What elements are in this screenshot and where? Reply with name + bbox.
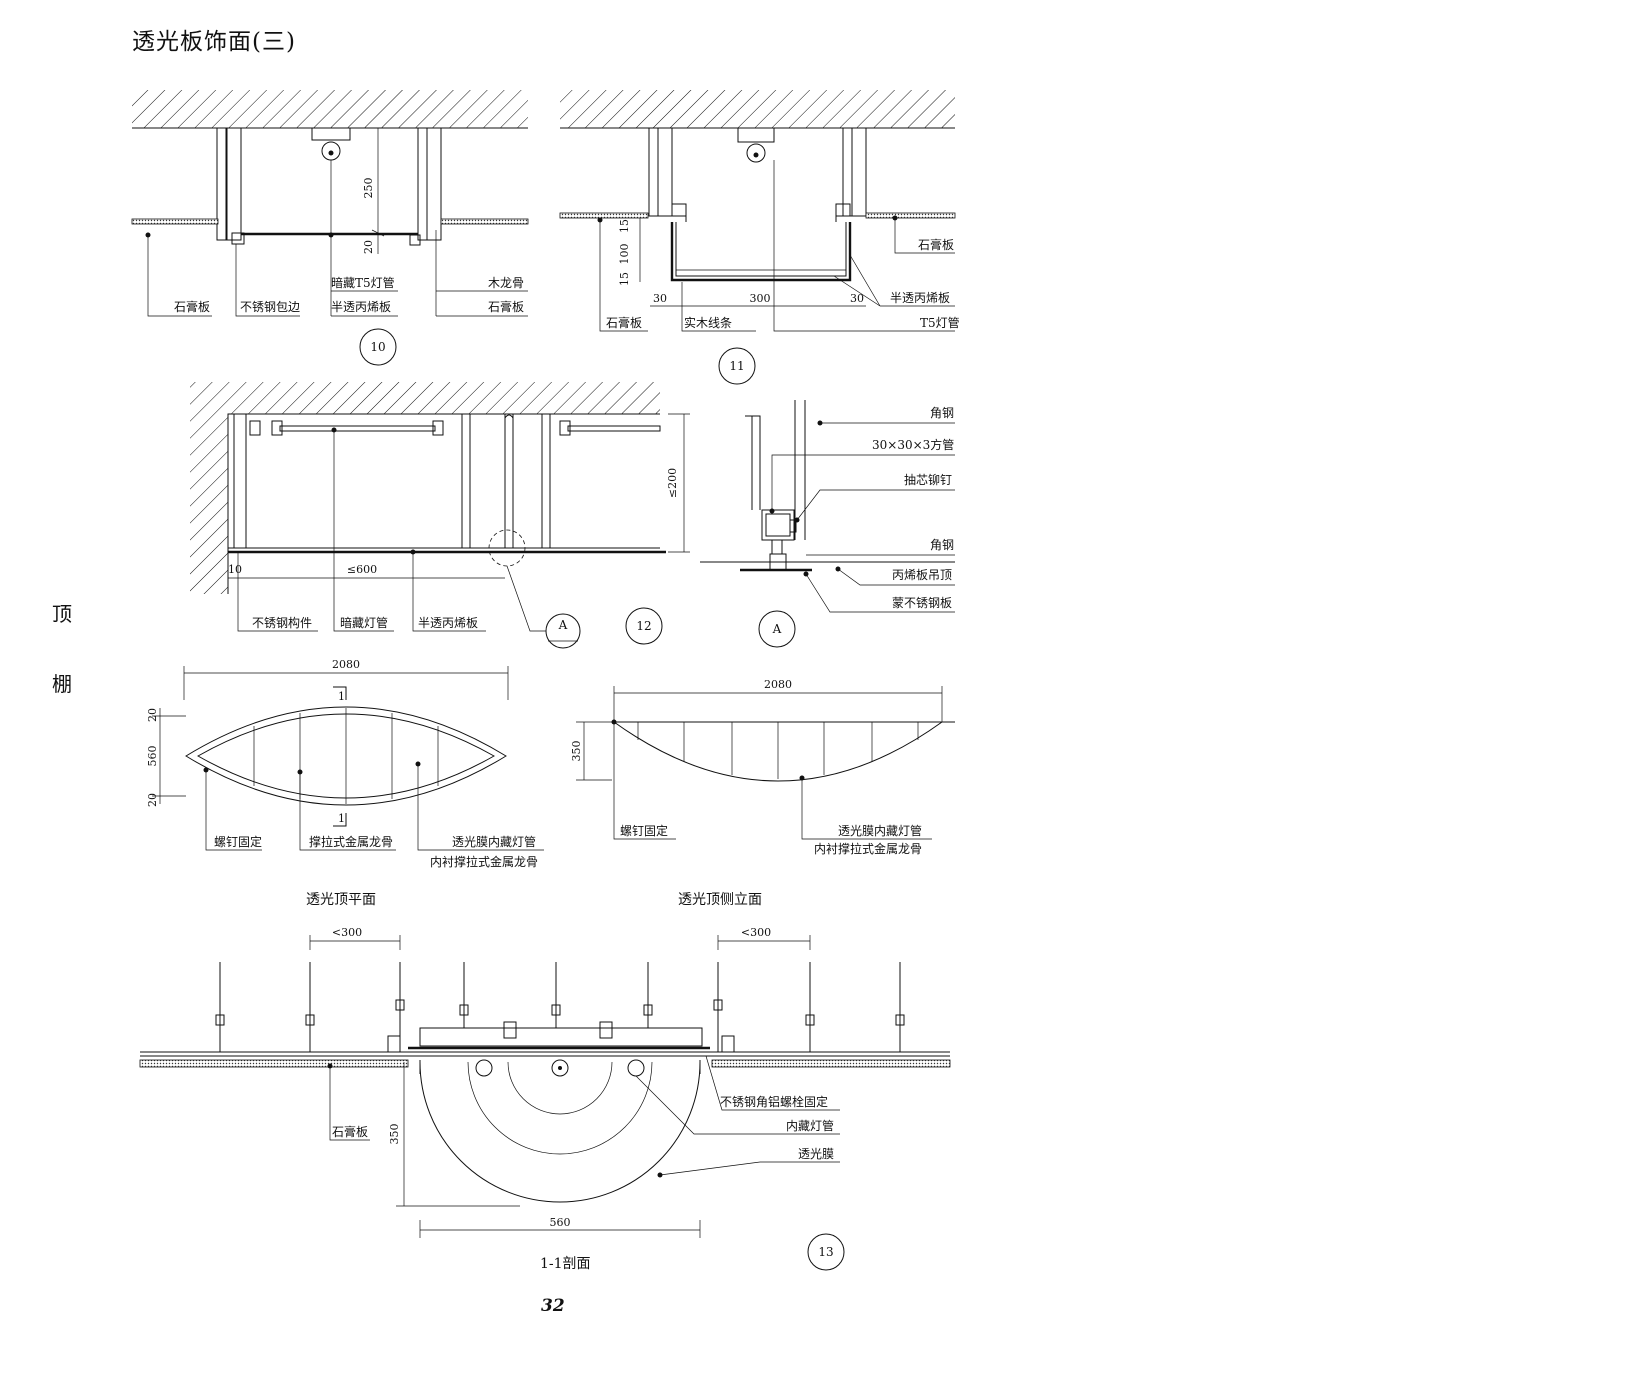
dim-560: 560 [146,746,159,767]
dim-20-top: 20 [146,708,159,722]
dim-2080: 2080 [332,658,360,671]
elevation-caption: 透光顶侧立面 [678,892,762,908]
dim-100: 100 [618,244,631,265]
label-steel-part: 不锈钢构件 [252,615,312,630]
detail-number: 11 [729,359,744,373]
side-label-ding: 顶 [52,602,72,626]
label-gypsum: 石膏板 [332,1124,368,1139]
label-panel: 半透丙烯板 [331,300,391,314]
label-steel-edge: 不锈钢包边 [240,300,300,314]
detail-number: 12 [636,619,651,633]
label-square-tube: 30×30×3方管 [872,437,954,452]
dim-10: 10 [228,563,242,576]
dim-300-right: <300 [741,926,771,939]
label-angle-bottom: 角钢 [930,538,954,552]
label-film-line1: 透光膜内藏灯管 [452,834,536,849]
dim-560: 560 [550,1216,571,1229]
label-bolt: 不锈钢角铝螺栓固定 [720,1094,828,1109]
label-t5: T5灯管 [920,315,960,330]
dim-20: 20 [362,240,375,254]
membrane-arc [419,1061,701,1203]
label-keel: 撑拉式金属龙骨 [309,834,393,849]
dim-30-left: 30 [653,292,667,305]
dim-600: ≤600 [347,563,377,576]
label-film-line2: 内衬撑拉式金属龙骨 [814,841,922,856]
section-view: <300 <300 [139,926,951,1272]
detail-number-circle [359,328,397,366]
detail-number: 10 [370,340,385,354]
detail-12: ≤600 10 ≤200 A 不锈钢构件 暗藏灯管 半透丙烯板 12 [190,382,690,649]
callout-a-mark: A [558,618,568,632]
plan-outline [185,706,507,806]
label-panel: 半透丙烯板 [418,616,478,630]
detail-number: 13 [818,1245,833,1259]
dim-20-bottom: 20 [146,793,159,807]
detail-11: 15 100 15 30 300 30 石膏板 半透丙烯板 石膏板 实木线条 T… [559,90,960,385]
label-gypsum-left: 石膏板 [606,315,642,330]
section-mark-bottom: 1 [338,812,345,825]
dim-15-top: 15 [618,219,631,233]
label-screw: 螺钉固定 [620,823,668,838]
label-hidden-tube: 暗藏灯管 [340,615,388,630]
dim-200: ≤200 [666,468,679,498]
light-box-panel [670,222,852,282]
section-mark-top: 1 [338,690,345,703]
label-screw: 螺钉固定 [214,834,262,849]
dim-2080: 2080 [764,678,792,691]
dim-350: 350 [388,1124,401,1145]
page-title: 透光板饰面(三) [132,29,296,55]
label-steel-cover: 蒙不锈钢板 [892,596,952,610]
plan-view: 2080 1 1 20 560 20 螺钉固定 撑拉式金属龙骨 透光膜内藏灯管 … [146,658,544,908]
dim-300: 300 [750,292,771,305]
label-hidden-tube: 内藏灯管 [786,1118,834,1133]
label-t5-hidden: 暗藏T5灯管 [331,275,395,290]
label-film: 透光膜 [798,1147,834,1161]
wood-post [216,127,227,241]
label-gypsum-right: 石膏板 [918,237,954,252]
plan-caption: 透光顶平面 [306,892,376,908]
elevation-curve [613,721,943,782]
section-caption: 1-1剖面 [540,1256,591,1272]
label-gypsum-left: 石膏板 [174,299,210,314]
dim-30-right: 30 [850,292,864,305]
label-panel: 半透丙烯板 [890,291,950,305]
label-film-line1: 透光膜内藏灯管 [838,823,922,838]
wood-post [417,127,428,241]
label-acrylic-ceiling: 丙烯板吊顶 [892,568,952,582]
side-label-peng: 棚 [52,672,72,696]
label-gypsum-right: 石膏板 [488,299,524,314]
label-angle-top: 角钢 [930,406,954,420]
elevation-view: 2080 350 螺钉固定 透光膜内藏灯管 内衬撑拉式金属龙骨 透光顶侧立面 [570,678,955,908]
label-wood-keel: 木龙骨 [488,276,524,290]
detail-a: 角钢 30×30×3方管 抽芯铆钉 角钢 丙烯板吊顶 蒙不锈钢板 A [700,400,955,648]
dim-350: 350 [570,741,583,762]
detail-10: 250 20 石膏板 不锈钢包边 暗藏T5灯管 半透丙烯板 木龙骨 石膏板 10 [131,90,529,366]
dim-300-left: <300 [332,926,362,939]
label-film-line2: 内衬撑拉式金属龙骨 [430,854,538,869]
dim-15-bottom: 15 [618,272,631,286]
label-wood-strip: 实木线条 [684,315,732,330]
detail-number: A [772,622,782,636]
label-rivet: 抽芯铆钉 [904,472,952,487]
dim-250: 250 [362,178,375,199]
page-number: 32 [541,1296,565,1316]
slab-hatch [132,90,528,128]
